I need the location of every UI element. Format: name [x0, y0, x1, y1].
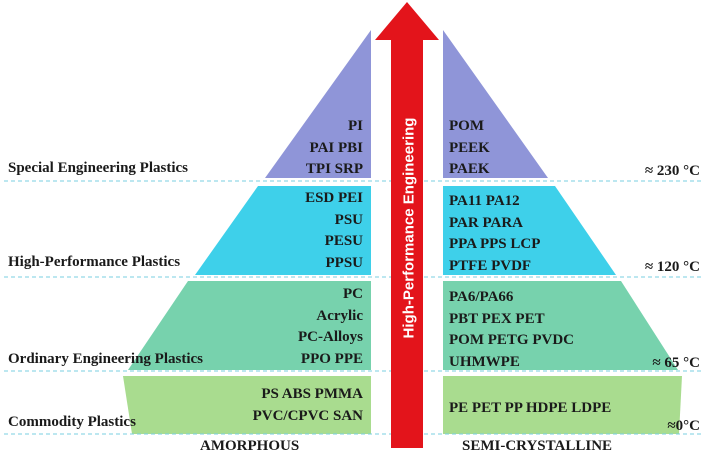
- tier-label-ordinary: Ordinary Engineering Plastics: [8, 351, 203, 367]
- list-item: PTFE PVDF: [449, 257, 532, 274]
- right-band-high: [443, 186, 616, 275]
- list-item: TPI SRP: [305, 161, 363, 177]
- temp-65: ≈ 65 °C: [652, 355, 700, 371]
- tier-label-special: Special Engineering Plastics: [8, 160, 188, 176]
- list-item: PVC/CPVC SAN: [252, 407, 363, 424]
- list-item: PC-Alloys: [298, 329, 363, 345]
- semicrystalline-ordinary-list: PA6/PA66 PBT PEX PET POM PETG PVDC UHMWP…: [449, 287, 574, 373]
- list-item: PC: [343, 286, 363, 302]
- amorphous-commodity-list: PS ABS PMMA PVC/CPVC SAN: [253, 384, 363, 427]
- list-item: PESU: [324, 233, 363, 249]
- amorphous-high-list: ESD PEI PSU PESU PPSU: [305, 188, 363, 274]
- semicrystalline-high-list: PA11 PA12 PAR PARA PPA PPS LCP PTFE PVDF: [449, 191, 540, 277]
- list-item: POM: [449, 118, 484, 134]
- left-band-commodity: [123, 376, 371, 434]
- semicrystalline-special-list: POM PEEK PAEK: [449, 116, 490, 181]
- list-item: PE PET PP HDPE LDPE: [449, 400, 612, 416]
- list-item: Acrylic: [316, 307, 363, 324]
- list-item: PA6/PA66: [449, 289, 514, 305]
- list-item: PPSU: [325, 254, 364, 271]
- list-item: PBT PEX PET: [449, 310, 545, 327]
- right-band-special: [443, 30, 548, 178]
- list-item: PSU: [334, 211, 363, 228]
- list-item: PPO PPE: [300, 350, 363, 367]
- semicrystalline-commodity-list: PE PET PP HDPE LDPE: [449, 398, 611, 420]
- right-band-commodity: [443, 376, 682, 434]
- list-item: PS ABS PMMA: [261, 386, 363, 402]
- semicrystalline-label: SEMI-CRYSTALLINE: [462, 438, 613, 454]
- temp-230: ≈ 230 °C: [644, 163, 700, 179]
- left-band-high: [195, 186, 371, 275]
- list-item: PPA PPS LCP: [449, 236, 541, 252]
- right-band-ordinary: [443, 281, 678, 370]
- list-item: PI: [348, 118, 363, 134]
- list-item: PAI PBI: [309, 139, 363, 156]
- amorphous-label: AMORPHOUS: [200, 438, 300, 454]
- amorphous-ordinary-list: PC Acrylic PC-Alloys PPO PPE: [298, 284, 363, 370]
- tier-label-commodity: Commodity Plastics: [8, 414, 136, 430]
- list-item: ESD PEI: [305, 190, 363, 206]
- left-band-special: [265, 30, 371, 178]
- list-item: PAR PARA: [449, 214, 524, 231]
- arrow-label-text: High-Performance Engineering: [400, 117, 418, 339]
- list-item: PA11 PA12: [449, 193, 520, 209]
- list-item: POM PETG PVDC: [449, 332, 574, 348]
- left-band-ordinary: [128, 281, 371, 370]
- list-item: UHMWPE: [449, 353, 520, 370]
- amorphous-special-list: PI PAI PBI TPI SRP: [306, 116, 363, 181]
- temp-0: ≈0°C: [667, 418, 700, 434]
- list-item: PAEK: [449, 161, 490, 177]
- temp-120: ≈ 120 °C: [644, 259, 700, 275]
- tier-label-high: High-Performance Plastics: [8, 254, 181, 270]
- red-arrow: [375, 2, 439, 448]
- list-item: PEEK: [449, 139, 490, 156]
